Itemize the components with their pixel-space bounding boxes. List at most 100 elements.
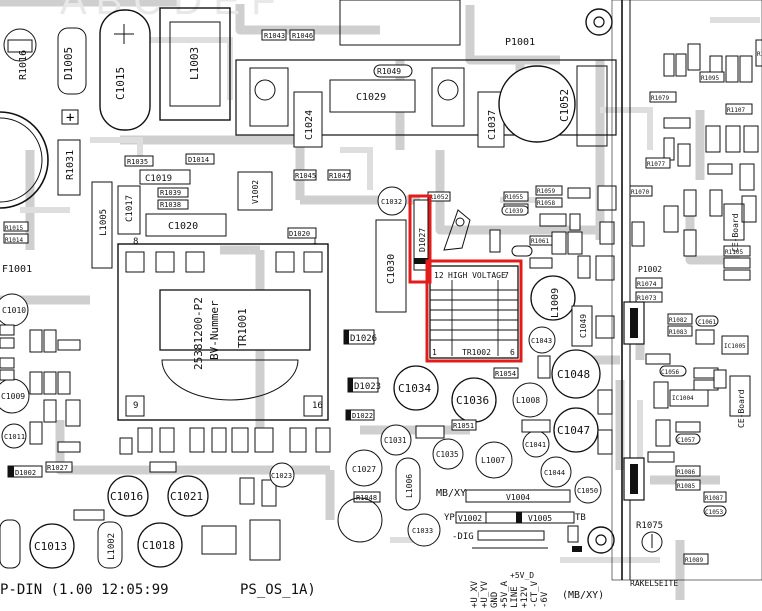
c1013-label: C1013 (34, 540, 67, 553)
v1002-label: V1002 (458, 514, 482, 523)
svg-text:+: + (66, 110, 74, 126)
c1024-label: C1024 (304, 110, 315, 140)
r1035-label: R1035 (127, 158, 148, 166)
c1049-label: C1049 (579, 314, 588, 338)
d1014-label: D1014 (188, 156, 209, 164)
r1031-label: R1031 (65, 150, 76, 180)
d1022-label: D1022 (352, 412, 373, 420)
footer-left-text: P-DIN (1.00 12:05:99 (0, 582, 169, 598)
c1015-label: C1015 (114, 67, 127, 100)
yp-label: YP (444, 513, 455, 523)
c1029-label: C1029 (356, 92, 386, 103)
tr1002-bottom-name: TR1002 (462, 348, 491, 357)
r1051-label: R1051 (453, 422, 474, 430)
d1023-label: D1023 (354, 382, 381, 392)
c1034-label: C1034 (398, 382, 431, 395)
pin-1: +U_YV (480, 580, 490, 608)
r1058-label: R1058 (537, 200, 555, 207)
pin-6: -CT_V (530, 580, 540, 608)
d1026-label: D1026 (350, 334, 377, 344)
c1016-label: C1016 (110, 490, 143, 503)
tr1002-bottom-right: 6 (510, 348, 515, 357)
l1006-label: L1006 (405, 474, 414, 498)
c1041-label: C1041 (525, 441, 546, 449)
c1056-label: C1056 (661, 369, 679, 376)
d1005-label: D1005 (62, 47, 75, 80)
r1089-label: R1089 (685, 557, 703, 564)
c1061-label: C1061 (698, 319, 716, 326)
svg-text:A B C D E F: A B C D E F (60, 0, 276, 23)
r1043-label: R1043 (264, 32, 285, 40)
d1020-label: D1020 (289, 230, 310, 238)
tr1002-bottom-left: 1 (432, 348, 437, 357)
footer-connector: (MB/XY) (562, 590, 604, 601)
c1033-label: C1033 (412, 527, 433, 535)
pin-0: +U_XV (470, 580, 480, 608)
r1085-label: R1085 (677, 483, 695, 490)
l1007-label: L1007 (481, 456, 505, 465)
l1002-label: L1002 (107, 533, 117, 560)
mbxy-label: MB/XY (436, 488, 466, 499)
tr1001-pin8: 8 (133, 237, 138, 247)
c1044-label: C1044 (544, 469, 565, 477)
r1054-label: R1054 (495, 370, 516, 378)
r1083-label: R1083 (669, 329, 687, 336)
l1003-label: L1003 (188, 47, 201, 80)
r1086-label: R1086 (677, 469, 695, 476)
c1030-label: C1030 (386, 254, 397, 284)
v1005-label: V1005 (528, 514, 552, 523)
c1057-label: C1057 (677, 437, 695, 444)
r1061-label: R1061 (531, 238, 549, 245)
pin-7: -6V (540, 591, 550, 608)
c1018-label: C1018 (142, 539, 175, 552)
tr1002-pin-right: 7 (504, 271, 509, 280)
r1052-label: R1052 (429, 193, 449, 201)
tr1001-pin16: 16 (312, 401, 323, 411)
svg-text:L1005: L1005 (99, 209, 109, 236)
tr1002-pin-left: 12 (434, 271, 444, 280)
tr1001-sub: BV-Nummer (208, 300, 221, 360)
tr1001-name: TR1001 (236, 308, 249, 348)
r1049-label: R1049 (377, 67, 401, 76)
r1087-label: R1087 (705, 495, 723, 502)
r1095-label: R1095 (701, 75, 719, 82)
r1027-label: R1027 (47, 464, 68, 472)
c1023-label: C1023 (271, 472, 292, 480)
footer-rakelseite: RAKELSEITE (630, 579, 678, 588)
pin-4: LINE (510, 586, 520, 608)
tr1001-pin1: 1 (312, 237, 317, 247)
r1105-label: R1105 (725, 249, 743, 256)
p1002-label: P1002 (638, 265, 662, 274)
r1082-label: R1082 (669, 317, 687, 324)
c1011-label: C1011 (4, 433, 25, 441)
mb-connector-pins: +U_XV +U_YV GND +5V_A LINE +12V -CT_V -6… (470, 547, 550, 608)
d1002-label: D1002 (15, 469, 36, 477)
r1038-label: R1038 (160, 201, 181, 209)
svg-text:R1048: R1048 (356, 494, 377, 502)
d1027-label: D1027 (418, 228, 427, 252)
svg-text:R1015: R1015 (5, 225, 23, 232)
v1004-label: V1004 (506, 493, 530, 502)
tr1001-code: 25381200-P2 (192, 297, 205, 370)
c1019-label: C1019 (145, 174, 172, 184)
c1010-label: C1010 (2, 306, 26, 315)
svg-text:+5V_D: +5V_D (510, 571, 534, 580)
ce-board-bot: CE-Board (737, 389, 746, 428)
high-voltage-transformer: 12 HIGH VOLTAGE 7 1 TR1002 6 (429, 265, 519, 359)
tr1002-title: HIGH VOLTAGE (448, 271, 506, 280)
tb-label: TB (575, 513, 586, 523)
pin-2: GND (490, 592, 500, 608)
r1039-label: R1039 (160, 189, 181, 197)
c1017-label: C1017 (125, 195, 135, 222)
c1009-label: C1009 (1, 392, 25, 401)
ic1004-label: IC1004 (672, 395, 694, 402)
r1077-label: R1077 (647, 161, 665, 168)
l1008-label: L1008 (516, 396, 540, 405)
ic1005-label: IC1005 (724, 343, 746, 350)
dig-label: -DIG (452, 532, 474, 542)
c1032-label: C1032 (381, 198, 402, 206)
r1059-label: R1059 (537, 188, 555, 195)
c1037-label: C1037 (487, 110, 498, 140)
r1079-label: R1079 (651, 95, 669, 102)
